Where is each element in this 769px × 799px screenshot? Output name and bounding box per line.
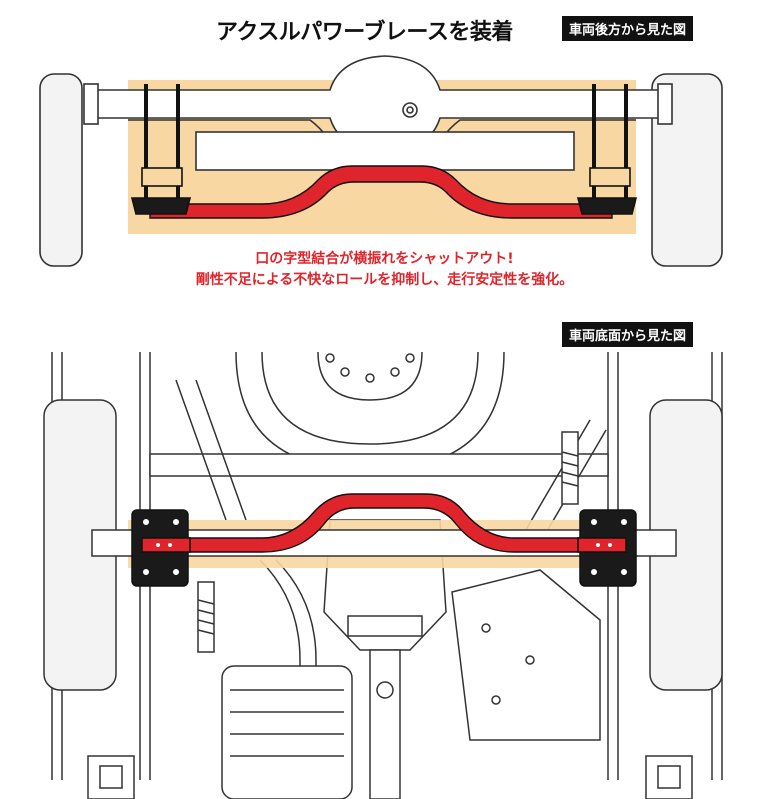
right-bracket <box>576 197 638 215</box>
left-shock-absorber <box>197 581 215 653</box>
underside-view-label: 車両底面から見た図 <box>562 322 694 347</box>
propeller-shaft <box>369 649 401 799</box>
page-title: アクスルパワーブレースを装着 <box>216 20 513 45</box>
underside-view-diagram <box>43 351 723 799</box>
axle-power-brace-underside <box>149 493 613 553</box>
spare-tire <box>235 351 505 471</box>
right-shock-absorber <box>561 431 579 505</box>
muffler <box>221 665 353 799</box>
caption-line-1: 口の字型結合が横振れをシャットアウト! <box>255 251 514 267</box>
left-bracket <box>130 197 192 215</box>
rear-view-diagram <box>39 55 723 267</box>
rear-view-label: 車両後方から見た図 <box>562 16 694 41</box>
drain-plug-icon <box>402 102 418 118</box>
left-tire <box>39 73 83 267</box>
axle-power-brace-rear <box>149 165 613 219</box>
fuel-tank <box>451 569 601 741</box>
caption-line-2: 剛性不足による不快なロールを抑制し、走行安定性を強化。 <box>195 272 574 288</box>
